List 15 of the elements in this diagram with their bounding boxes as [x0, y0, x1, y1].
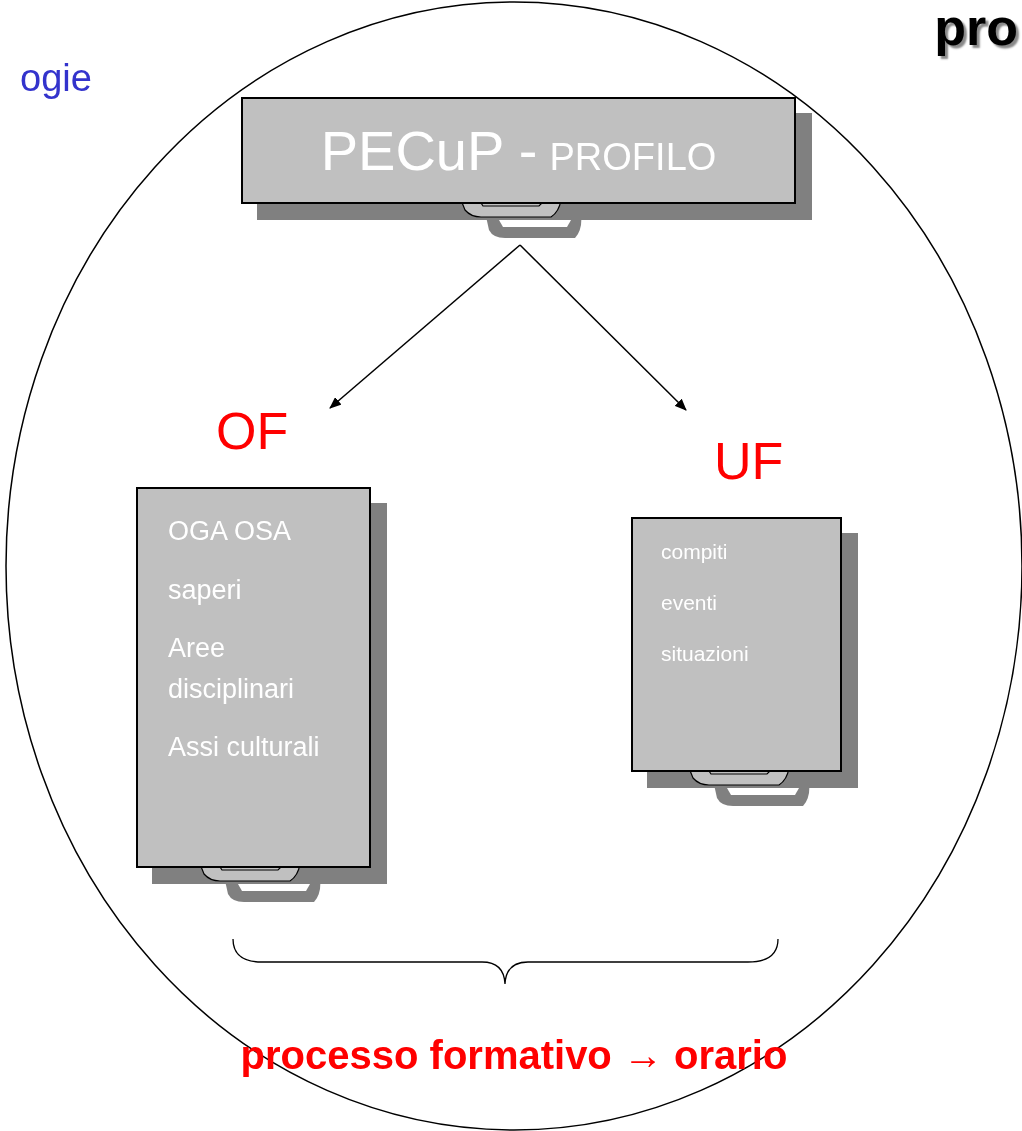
list-item: saperi [168, 573, 243, 607]
list-item: compiti [661, 539, 729, 565]
box-text: PROFILO [549, 137, 717, 176]
list-item: eventi [661, 590, 719, 616]
card-heading: UF [714, 435, 784, 487]
list-item: situazioni [661, 641, 750, 667]
card-heading: OF [216, 405, 289, 457]
side-text: ogie [20, 56, 92, 101]
list-item: OGA OSA [168, 515, 293, 548]
heading-text: pro [934, 0, 1018, 58]
list-item: Assi culturali [168, 731, 321, 764]
arrow [329, 244, 521, 409]
list-item: Aree disciplinari [168, 632, 296, 706]
box-text: PECuP - [320, 122, 538, 179]
arrow [519, 244, 687, 411]
